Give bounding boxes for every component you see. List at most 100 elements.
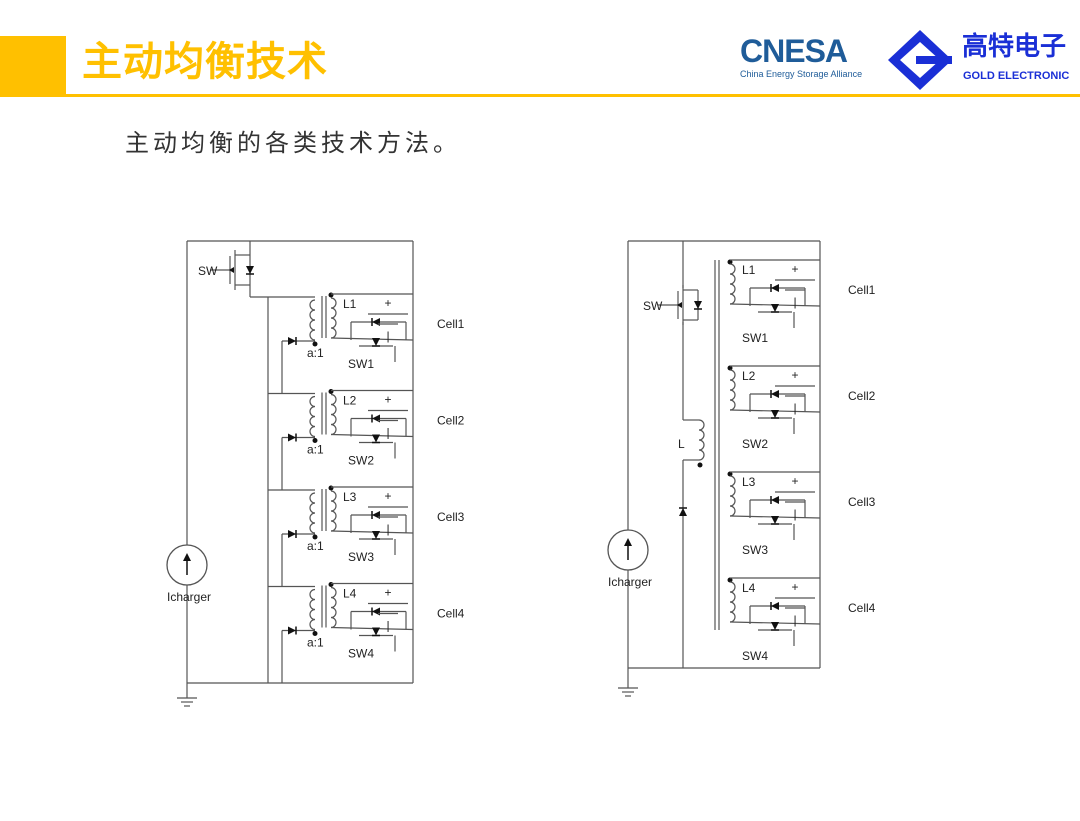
current-arrow-head bbox=[624, 538, 632, 546]
turns-ratio-label: a:1 bbox=[307, 346, 324, 360]
secondary-inductor-icon bbox=[330, 297, 337, 339]
source-label: Icharger bbox=[608, 575, 652, 589]
inductor-label-L1: L1 bbox=[742, 263, 756, 277]
balance-switch-arrow bbox=[372, 531, 380, 540]
balance-switch-arrow bbox=[771, 622, 779, 631]
secondary-bottom-wire bbox=[330, 626, 414, 631]
cell-label-cell1: Cell1 bbox=[437, 317, 465, 331]
cell-plus-sign: + bbox=[791, 474, 798, 488]
freewheel-diode bbox=[679, 507, 687, 516]
diode-triangle bbox=[771, 284, 779, 292]
diode-triangle bbox=[246, 266, 254, 274]
diode-triangle bbox=[288, 337, 296, 345]
cell-minus-sign: | bbox=[386, 619, 389, 633]
switch-label-sw3: SW3 bbox=[348, 550, 374, 564]
secondary-bottom-wire bbox=[330, 433, 414, 438]
source-label: Icharger bbox=[167, 590, 211, 604]
inductor-label-L3: L3 bbox=[343, 490, 357, 504]
inductor-label-L2: L2 bbox=[343, 394, 357, 408]
primary-diode bbox=[288, 433, 297, 442]
secondary-inductor-icon bbox=[330, 586, 337, 629]
diode-triangle bbox=[679, 508, 687, 516]
secondary-inductor-icon bbox=[729, 369, 736, 411]
cell-minus-sign: | bbox=[386, 426, 389, 440]
cell-label-cell2: Cell2 bbox=[437, 414, 465, 428]
balance-switch-arrow bbox=[771, 410, 779, 419]
secondary-inductor-icon bbox=[729, 475, 736, 517]
cnesa-logo-subtext: China Energy Storage Alliance bbox=[740, 69, 863, 79]
diode-triangle bbox=[372, 414, 380, 423]
turns-ratio-label: a:1 bbox=[307, 539, 324, 553]
polarity-dot bbox=[312, 534, 318, 540]
current-arrow-head bbox=[183, 553, 191, 561]
subtitle: 主动均衡的各类技术方法。 bbox=[125, 129, 461, 157]
cell-minus-sign: | bbox=[386, 522, 389, 536]
cell-plus-sign: + bbox=[791, 368, 798, 382]
cell-minus-sign: | bbox=[793, 613, 796, 627]
cell-plus-sign: + bbox=[384, 296, 391, 310]
main-inductor-label: L bbox=[678, 437, 685, 451]
primary-diode bbox=[288, 530, 297, 538]
polarity-dot bbox=[727, 471, 733, 477]
diode-triangle bbox=[771, 516, 779, 524]
secondary-inductor-icon bbox=[729, 581, 736, 623]
diode-triangle bbox=[372, 511, 380, 519]
diode-triangle bbox=[771, 410, 779, 418]
diode-triangle bbox=[771, 304, 779, 312]
balance-switch-arrow bbox=[372, 627, 380, 637]
polarity-dot bbox=[328, 485, 334, 491]
cell-minus-sign: | bbox=[793, 507, 796, 521]
balance-diode bbox=[371, 511, 380, 519]
turns-ratio-label: a:1 bbox=[307, 443, 324, 457]
switch-label-sw4: SW4 bbox=[348, 647, 374, 661]
diode-triangle bbox=[288, 626, 296, 635]
primary-inductor-icon bbox=[309, 395, 316, 438]
diode-triangle bbox=[372, 338, 380, 346]
inductor-label-L4: L4 bbox=[742, 581, 756, 595]
primary-inductor-icon bbox=[309, 299, 316, 341]
diode-triangle bbox=[694, 301, 702, 309]
diode-triangle bbox=[372, 434, 380, 443]
sw-body-diode bbox=[694, 301, 702, 310]
diode-triangle bbox=[771, 622, 779, 630]
cell-label-cell4: Cell4 bbox=[848, 601, 876, 615]
balance-switch-arrow bbox=[771, 304, 779, 313]
cell-label-cell1: Cell1 bbox=[848, 283, 876, 297]
inductor-label-L2: L2 bbox=[742, 369, 756, 383]
diode-triangle bbox=[771, 602, 779, 610]
inductor-label-L1: L1 bbox=[343, 297, 357, 311]
primary-inductor-icon bbox=[309, 492, 316, 534]
balance-diode bbox=[770, 390, 779, 398]
switch-label-sw2: SW2 bbox=[348, 454, 374, 468]
secondary-bottom-wire bbox=[330, 530, 414, 534]
sw-arrow bbox=[677, 302, 682, 308]
cnesa-logo: CNESA China Energy Storage Alliance bbox=[740, 34, 862, 80]
balance-diode bbox=[371, 607, 380, 616]
primary-diode bbox=[288, 626, 297, 635]
polarity-dot bbox=[727, 365, 733, 371]
secondary-inductor-icon bbox=[330, 490, 337, 532]
cnesa-logo-text: CNESA bbox=[740, 33, 848, 69]
switch-label-sw4: SW4 bbox=[742, 649, 768, 663]
sw-arrow bbox=[229, 267, 234, 273]
switch-label-sw1: SW1 bbox=[742, 331, 768, 345]
secondary-inductor-icon bbox=[729, 263, 736, 305]
balance-switch-arrow bbox=[372, 338, 380, 347]
balance-diode bbox=[371, 414, 380, 423]
gold-logo-cn: 高特电子 bbox=[962, 32, 1067, 62]
switch-label-sw3: SW3 bbox=[742, 543, 768, 557]
switch-label: SW bbox=[643, 299, 663, 313]
diode-triangle bbox=[288, 433, 296, 442]
cell-plus-sign: + bbox=[384, 393, 391, 407]
cell-label-cell3: Cell3 bbox=[848, 495, 876, 509]
cell-plus-sign: + bbox=[384, 586, 391, 600]
cell-minus-sign: | bbox=[793, 295, 796, 309]
balance-switch-arrow bbox=[771, 516, 779, 525]
balance-diode bbox=[371, 318, 380, 326]
balance-diode bbox=[770, 284, 779, 292]
cell-minus-sign: | bbox=[386, 329, 389, 343]
cell-label-cell4: Cell4 bbox=[437, 607, 465, 621]
diode-triangle bbox=[372, 627, 380, 636]
balance-diode bbox=[770, 602, 779, 610]
